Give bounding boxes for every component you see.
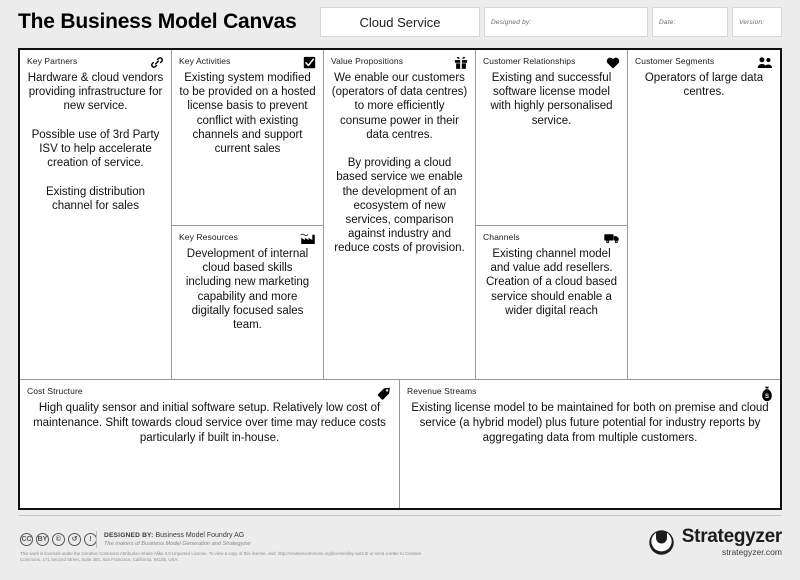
block-title: Value Propositions bbox=[331, 56, 404, 66]
people-icon bbox=[757, 56, 773, 70]
block-title: Key Resources bbox=[179, 232, 238, 242]
delivery-truck-icon bbox=[604, 232, 620, 246]
block-body: Existing system modified to be provided … bbox=[179, 72, 316, 156]
creative-commons-badges: CC BY © ↺ ! bbox=[20, 533, 97, 546]
price-tag-icon bbox=[376, 386, 392, 400]
brand-url: strategyzer.com bbox=[722, 547, 782, 557]
block-body: Existing and successful software license… bbox=[490, 72, 613, 127]
block-body: Existing license model to be maintained … bbox=[411, 402, 769, 444]
version-field[interactable]: Version: bbox=[732, 7, 782, 37]
block-header: Value Propositions bbox=[331, 56, 468, 70]
block-body: Operators of large data centres. bbox=[644, 72, 764, 99]
cc-copyright-icon: © bbox=[52, 533, 65, 546]
block-cost-structure[interactable]: Cost Structure High quality sensor and i… bbox=[20, 380, 400, 508]
block-body: Existing channel model and value add res… bbox=[485, 248, 618, 317]
strategyzer-logo-icon bbox=[648, 529, 675, 556]
block-header: Customer Relationships bbox=[483, 56, 620, 70]
page-title: The Business Model Canvas bbox=[18, 10, 297, 33]
brand-text: Strategyzer strategyzer.com bbox=[681, 526, 783, 558]
designed-by-subtitle: The makers of Business Model Generation … bbox=[104, 541, 252, 547]
gift-icon bbox=[452, 56, 468, 70]
designed-by-label: Designed by: bbox=[491, 18, 532, 26]
block-body: We enable our customers (operators of da… bbox=[331, 72, 468, 255]
block-body: High quality sensor and initial software… bbox=[33, 402, 386, 444]
block-revenue-streams[interactable]: Revenue Streams S Existing license model… bbox=[400, 380, 780, 508]
footer-vertical-divider bbox=[96, 531, 97, 548]
canvas-header: The Business Model Canvas Cloud Service … bbox=[0, 0, 800, 44]
block-key-partners[interactable]: Key Partners Hardware & cloud vendors pr… bbox=[20, 50, 172, 380]
designed-by-block: DESIGNED BY: Business Model Foundry AG T… bbox=[104, 531, 251, 548]
money-bag-icon: S bbox=[757, 386, 773, 402]
block-body: Development of internal cloud based skil… bbox=[185, 248, 310, 332]
canvas-footer: CC BY © ↺ ! DESIGNED BY: Business Model … bbox=[0, 515, 800, 580]
svg-text:S: S bbox=[765, 394, 769, 400]
designed-by-line: DESIGNED BY: Business Model Foundry AG bbox=[104, 531, 251, 540]
checkmark-box-icon bbox=[300, 56, 316, 70]
block-header: Key Resources bbox=[179, 232, 316, 246]
cc-icon: CC bbox=[20, 533, 33, 546]
block-title: Key Partners bbox=[27, 56, 78, 66]
block-title: Cost Structure bbox=[27, 386, 83, 396]
date-label: Date: bbox=[659, 18, 676, 26]
version-label: Version: bbox=[739, 18, 765, 26]
block-customer-relationships[interactable]: Customer Relationships Existing and succ… bbox=[476, 50, 628, 226]
cc-by-icon: BY bbox=[36, 533, 49, 546]
designed-by-name: Business Model Foundry AG bbox=[155, 532, 245, 539]
canvas-grid: Key Partners Hardware & cloud vendors pr… bbox=[18, 48, 782, 510]
block-title: Key Activities bbox=[179, 56, 231, 66]
canvas-name-value: Cloud Service bbox=[359, 14, 441, 30]
block-title: Customer Relationships bbox=[483, 56, 576, 66]
block-header: Key Partners bbox=[27, 56, 164, 70]
designed-by-field[interactable]: Designed by: bbox=[484, 7, 648, 37]
date-field[interactable]: Date: bbox=[652, 7, 728, 37]
block-customer-segments[interactable]: Customer Segments Operators of large dat… bbox=[628, 50, 780, 380]
block-body: Hardware & cloud vendors providing infra… bbox=[27, 72, 164, 212]
block-title: Customer Segments bbox=[635, 56, 715, 66]
block-value-propositions[interactable]: Value Propositions We enable our custome… bbox=[324, 50, 476, 380]
strategyzer-brand[interactable]: Strategyzer strategyzer.com bbox=[648, 527, 782, 558]
factory-icon bbox=[300, 232, 316, 246]
block-title: Revenue Streams bbox=[407, 386, 477, 396]
heart-icon bbox=[604, 56, 620, 70]
block-header: Cost Structure bbox=[27, 386, 392, 400]
cc-sharealike-icon: ↺ bbox=[68, 533, 81, 546]
block-header: Key Activities bbox=[179, 56, 316, 70]
footer-divider bbox=[18, 515, 782, 516]
chain-link-icon bbox=[148, 56, 164, 70]
block-channels[interactable]: Channels Existing channel model and valu… bbox=[476, 226, 628, 380]
block-header: Revenue Streams S bbox=[407, 386, 773, 402]
block-key-activities[interactable]: Key Activities Existing system modified … bbox=[172, 50, 324, 226]
license-text: This work is licensed under the Creative… bbox=[20, 551, 422, 562]
block-key-resources[interactable]: Key Resources Development of internal cl… bbox=[172, 226, 324, 380]
block-header: Customer Segments bbox=[635, 56, 773, 70]
designed-by-label: DESIGNED BY: bbox=[104, 532, 154, 539]
block-header: Channels bbox=[483, 232, 620, 246]
canvas-name-field[interactable]: Cloud Service bbox=[320, 7, 480, 37]
brand-name: Strategyzer bbox=[681, 526, 783, 547]
block-title: Channels bbox=[483, 232, 520, 242]
